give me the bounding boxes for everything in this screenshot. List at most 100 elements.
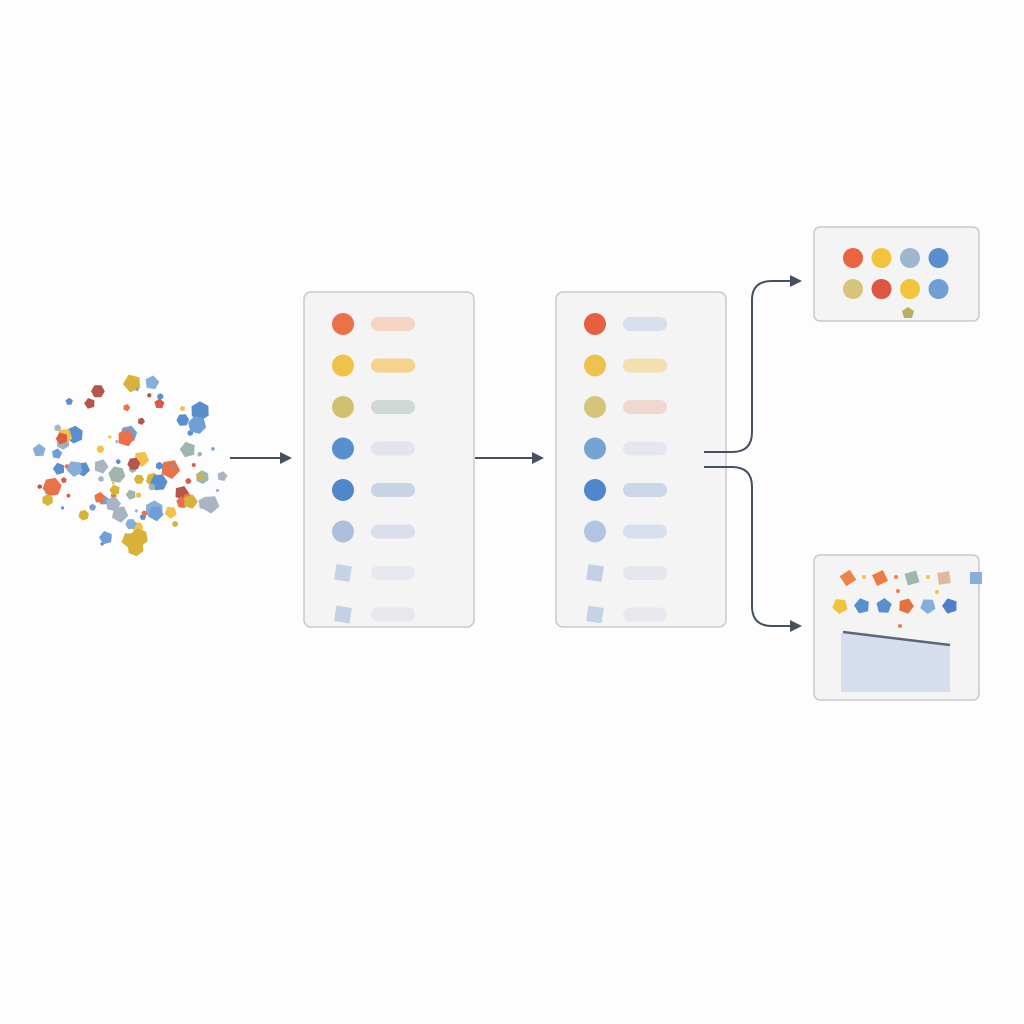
output-speck	[935, 590, 939, 594]
collection-container-rim	[842, 630, 951, 647]
row-marker	[332, 313, 354, 335]
scatter-shape	[109, 484, 120, 496]
stage-two-panel	[555, 291, 727, 628]
output-dot	[928, 248, 949, 268]
scatter-shape	[91, 385, 105, 398]
scatter-shape	[138, 417, 145, 425]
scatter-shape	[96, 445, 105, 453]
scatter-shape	[94, 491, 106, 503]
scatter-shape	[127, 457, 141, 470]
scatter-shape	[172, 520, 178, 528]
row-marker	[584, 437, 606, 460]
list-row	[584, 479, 667, 501]
row-marker	[586, 564, 604, 582]
row-marker	[584, 479, 606, 501]
row-marker	[332, 396, 354, 418]
output-dot	[843, 279, 863, 299]
list-row	[584, 396, 667, 418]
scatter-shape	[106, 496, 121, 512]
scatter-shape	[147, 392, 152, 398]
output-speck	[894, 575, 898, 579]
list-row	[584, 437, 667, 460]
scatter-shape	[107, 435, 112, 439]
scatter-shape	[196, 473, 204, 480]
row-bar	[371, 317, 415, 331]
scatter-shape	[171, 464, 175, 468]
row-bar	[371, 400, 415, 414]
scatter-shape	[141, 510, 147, 517]
list-row	[332, 520, 415, 543]
row-bar	[623, 358, 667, 373]
output-speck	[862, 575, 866, 579]
scatter-shape	[115, 439, 119, 444]
scatter-shape	[198, 496, 212, 510]
scatter-shape	[66, 461, 83, 477]
scatter-shape	[179, 405, 186, 412]
output-dot	[871, 279, 892, 299]
row-marker	[586, 605, 604, 624]
output-shape	[904, 570, 920, 586]
scatter-shape	[135, 387, 139, 392]
list-row	[332, 354, 415, 377]
output-dot	[843, 248, 863, 268]
stage-two-list	[584, 313, 667, 624]
output-speck	[896, 589, 900, 593]
scatter-shape	[66, 493, 71, 498]
output-top-panel	[813, 226, 980, 322]
row-bar	[371, 441, 415, 456]
row-bar	[623, 317, 667, 331]
arrow-branch-to-bottom-output	[704, 466, 802, 632]
row-bar	[623, 441, 667, 456]
output-dot	[928, 279, 949, 299]
scatter-shape	[185, 478, 192, 484]
row-bar	[623, 607, 667, 622]
scatter-shape	[133, 474, 145, 484]
scatter-shape	[89, 503, 96, 511]
list-row	[332, 313, 415, 335]
scatter-shape	[211, 446, 215, 451]
scatter-shape	[161, 460, 181, 479]
row-bar	[371, 524, 415, 539]
list-row	[334, 605, 415, 624]
row-bar	[371, 607, 415, 622]
output-shape	[872, 570, 888, 586]
scatter-shape	[108, 466, 126, 483]
output-shape	[969, 571, 983, 585]
scatter-shape	[42, 494, 53, 506]
row-marker	[334, 605, 352, 624]
scatter-shape	[157, 393, 164, 400]
list-row	[586, 605, 667, 624]
list-row	[586, 564, 667, 582]
scatter-shape	[118, 429, 135, 447]
scatter-shape	[127, 539, 144, 557]
scatter-shape	[148, 483, 156, 491]
output-shape	[854, 598, 869, 614]
scatter-shape	[197, 451, 203, 457]
connectors	[230, 275, 802, 632]
scatter-shape	[60, 506, 65, 510]
scatter-shape	[179, 441, 195, 458]
scatter-shape	[215, 488, 220, 492]
scatter-shape	[154, 398, 165, 409]
row-marker	[332, 354, 354, 377]
scatter-shape	[97, 475, 104, 482]
list-row	[332, 396, 415, 418]
output-dot	[871, 248, 892, 268]
scatter-shape	[37, 484, 42, 489]
output-bottom-panel	[813, 554, 983, 701]
output-top-dots	[843, 248, 949, 299]
stage-one-panel	[303, 291, 475, 628]
scatter-shape	[123, 404, 131, 412]
scatter-shape	[32, 443, 46, 457]
scatter-shape	[191, 401, 209, 421]
scatter-shape	[55, 432, 68, 445]
scatter-shape	[145, 375, 160, 390]
row-marker	[584, 396, 606, 418]
row-bar	[371, 483, 415, 497]
row-bar	[371, 358, 415, 373]
output-dot	[900, 248, 920, 268]
row-marker	[332, 479, 354, 501]
list-row	[332, 479, 415, 501]
row-bar	[371, 566, 415, 580]
